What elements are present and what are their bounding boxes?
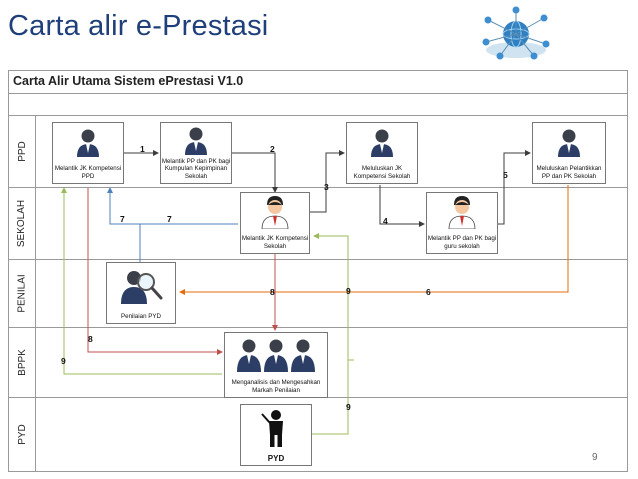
step-label: 7 (167, 214, 172, 224)
divider (9, 93, 627, 94)
node-melantik-pp-pk-kumpulan: Melantik PP dan PK bagi Kumpulan Kepimpi… (160, 122, 232, 184)
presenter-icon (261, 410, 283, 447)
teacher-icon (448, 196, 476, 229)
step-label: 8 (88, 334, 93, 344)
step-label: 9 (346, 286, 351, 296)
arrow-step-5 (498, 150, 531, 225)
node-penilaian-pyd: Penilaian PYD (106, 262, 176, 324)
step-label: 3 (324, 182, 329, 192)
arrow-step-9-right (312, 233, 349, 435)
step-label: 4 (383, 216, 388, 226)
officer-icon (371, 129, 393, 157)
step-label: 5 (503, 170, 508, 180)
node-meluluskan-pelantikan: Meluluskan Pelantikkan PP dan PK Sekolah (532, 122, 606, 184)
arrow-step-3 (310, 150, 345, 213)
divider (9, 115, 627, 116)
node-melantik-jk-sekolah: Melantik JK Kompetensi Sekolah (240, 192, 310, 254)
node-menganalisis: Menganalisis dan Mengesahkan Markah Peni… (224, 332, 328, 398)
node-melantik-jk-ppd: Melantik JK Kompetensi PPD (52, 122, 124, 184)
arrow-step-8-left (87, 188, 223, 355)
step-label: 9 (61, 356, 66, 366)
lane-divider (9, 259, 627, 260)
arrow-step-9-left (61, 187, 222, 375)
arrow-step-4 (379, 185, 425, 227)
officer-icon (77, 129, 99, 157)
network-globe-icon (482, 6, 550, 60)
page-number: 9 (592, 452, 598, 463)
officer-icon (558, 129, 580, 157)
step-label: 9 (346, 402, 351, 412)
diagram-title: Carta Alir Utama Sistem ePrestasi V1.0 (13, 74, 244, 88)
lane-divider (9, 327, 627, 328)
teacher-icon (261, 196, 289, 229)
node-melantik-pp-pk-guru: Melantik PP dan PK bagi guru sekolah (426, 192, 498, 254)
arrow-step-2 (232, 152, 278, 193)
lane-divider (9, 187, 627, 188)
step-label: 2 (270, 144, 275, 154)
inspector-magnifier-icon (121, 271, 163, 304)
node-meluluskan-jk-sekolah: Meluluskan JK Kompetensi Sekolah (346, 122, 418, 184)
officer-icon (185, 127, 207, 155)
arrow-step-7 (107, 187, 238, 225)
step-label: 7 (120, 214, 125, 224)
group-officers-icon (237, 339, 315, 372)
slide-title: Carta alir e-Prestasi (8, 10, 269, 42)
lane-label-column (9, 115, 36, 471)
arrow-step-6 (179, 185, 569, 295)
step-label: 8 (270, 287, 275, 297)
step-label: 1 (140, 144, 145, 154)
step-label: 6 (426, 287, 431, 297)
node-pyd: PYD (240, 404, 312, 466)
